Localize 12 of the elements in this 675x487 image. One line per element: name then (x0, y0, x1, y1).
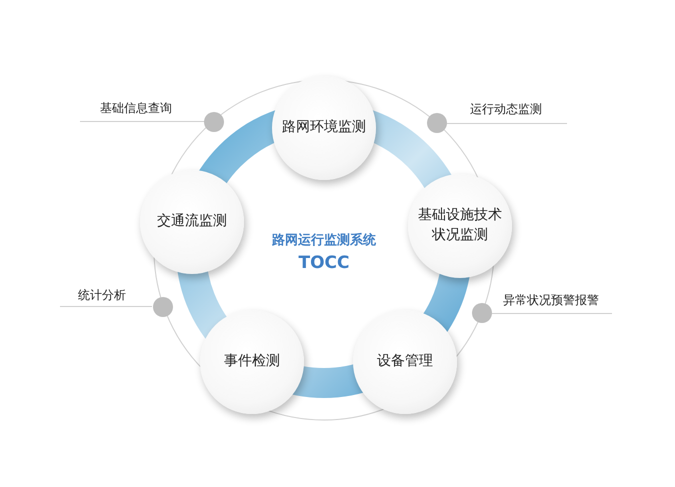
module-label: 交通流监测 (157, 212, 227, 232)
module-circle (200, 310, 304, 414)
module-label: 基础设施技术状况监测 (417, 206, 503, 245)
feature-label: 运行动态监测 (470, 101, 542, 118)
system-abbreviation: TOCC (298, 253, 350, 273)
system-title: 路网运行监测系统 (272, 232, 376, 249)
feature-label: 异常状况预警报警 (503, 292, 599, 309)
feature-label: 基础信息查询 (100, 100, 172, 117)
module-label: 设备管理 (377, 352, 433, 372)
feature-label: 统计分析 (78, 287, 126, 304)
module-label: 路网环境监测 (282, 118, 366, 138)
module-label: 事件检测 (224, 352, 280, 372)
